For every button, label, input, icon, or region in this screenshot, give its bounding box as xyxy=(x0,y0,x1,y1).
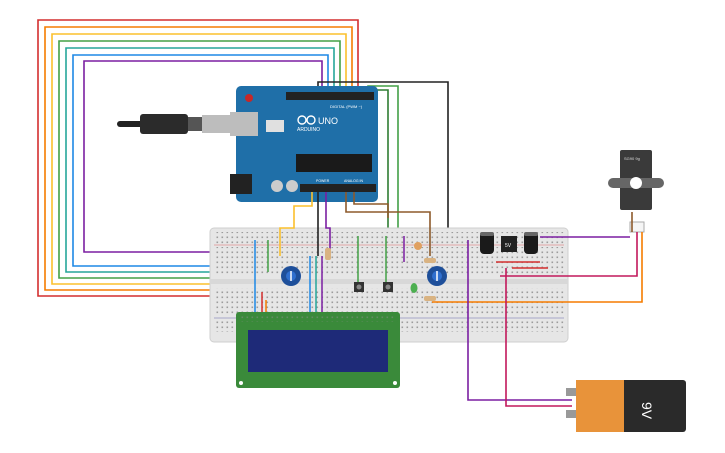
arduino-model: UNO xyxy=(318,116,338,126)
usb-cable-icon[interactable] xyxy=(117,114,232,134)
wire-brown2-analog[interactable] xyxy=(353,192,389,218)
servo-wires xyxy=(432,212,643,303)
power-label: POWER xyxy=(316,179,330,183)
photoresistor-icon[interactable] xyxy=(414,242,422,250)
wire-yellow-power[interactable] xyxy=(279,192,313,256)
arduino-logo-icon xyxy=(297,115,316,125)
power-jack xyxy=(230,174,252,194)
led-icon[interactable] xyxy=(410,283,418,293)
lcd-screen xyxy=(248,330,388,372)
battery-wires xyxy=(467,240,572,407)
arduino-bottom-wires xyxy=(279,192,431,256)
wire-battery-red[interactable] xyxy=(505,268,572,407)
atmega-chip xyxy=(296,154,372,172)
wire-battery-purple[interactable] xyxy=(467,240,572,401)
pushbutton-right[interactable] xyxy=(383,282,393,292)
capacitor-right[interactable] xyxy=(524,232,538,254)
wire-servo-red[interactable] xyxy=(500,232,638,277)
voltage-regulator[interactable]: 5V xyxy=(501,236,517,252)
lcd-display[interactable] xyxy=(236,312,400,388)
pushbutton-left[interactable] xyxy=(354,282,364,292)
battery-label: 9V xyxy=(639,402,655,420)
capacitor-icon[interactable] xyxy=(480,232,494,254)
resistor-3[interactable] xyxy=(424,296,436,301)
usb-port xyxy=(230,112,258,136)
wire-purple-power[interactable] xyxy=(325,192,331,252)
breadboard-jumpers xyxy=(254,236,405,316)
reset-button[interactable] xyxy=(245,94,253,102)
potentiometer-left[interactable] xyxy=(281,266,301,286)
arduino-uno-board[interactable]: ARDUINO UNO DIGITAL (PWM ~) POWER ANALOG… xyxy=(230,86,378,202)
regulator-label: 5V xyxy=(505,243,512,249)
resistor-2[interactable] xyxy=(424,258,436,263)
wire-servo-orange[interactable] xyxy=(432,232,643,303)
potentiometer-right[interactable] xyxy=(427,266,447,286)
analog-label: ANALOG IN xyxy=(344,179,364,183)
servo-label: SG90 9g xyxy=(624,156,640,161)
arduino-brand: ARDUINO xyxy=(297,127,320,133)
resistor-1[interactable] xyxy=(325,248,331,260)
digital-label: DIGITAL (PWM ~) xyxy=(330,104,363,109)
battery-9v[interactable]: 9V xyxy=(566,380,686,432)
servo-motor[interactable]: SG90 9g xyxy=(608,150,664,233)
